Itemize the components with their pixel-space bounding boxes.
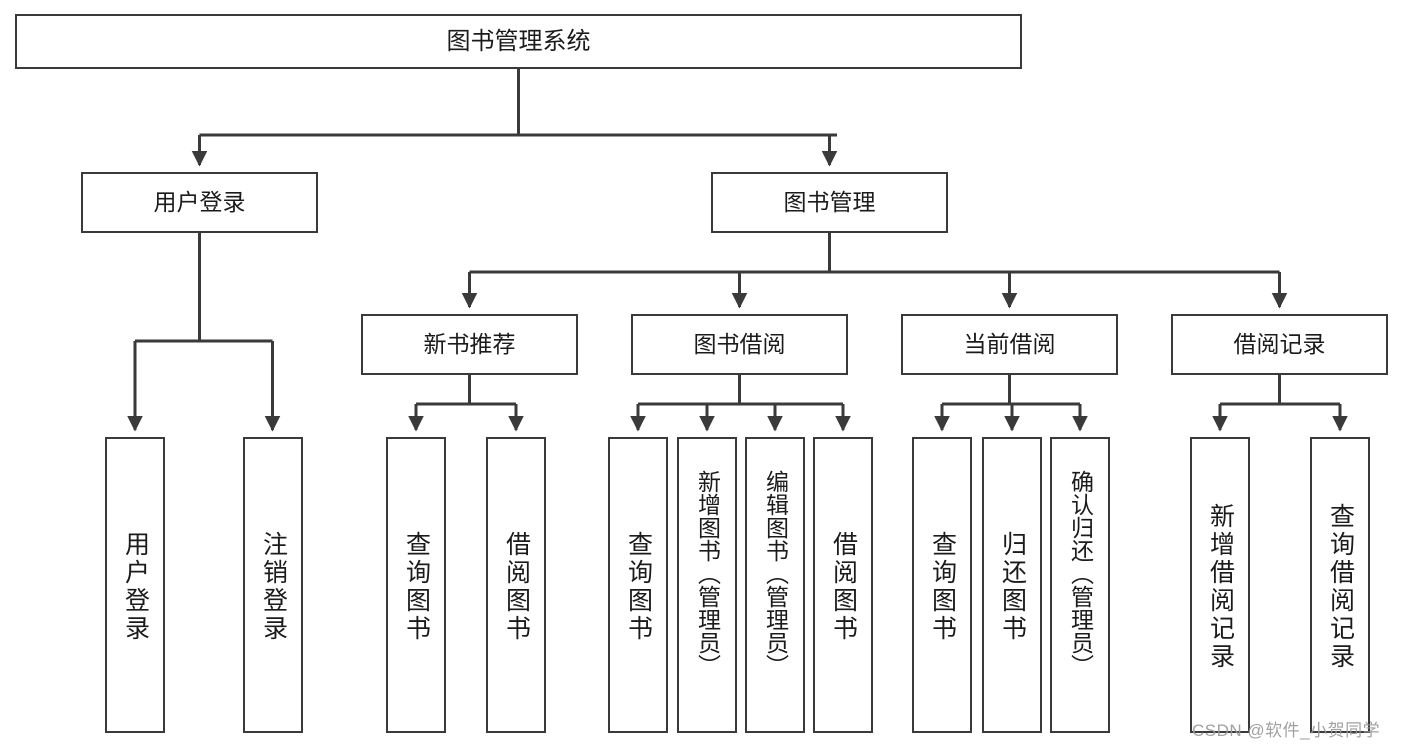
node-leaf-rec-add-label: 新增借阅记录 bbox=[1206, 503, 1235, 671]
node-current-borrow-label: 当前借阅 bbox=[963, 331, 1056, 358]
node-leaf-cur-return-label: 归还图书 bbox=[998, 531, 1027, 643]
node-leaf-user-logout[interactable]: 注销登录 bbox=[243, 437, 303, 733]
node-book-manage[interactable]: 图书管理 bbox=[711, 172, 948, 233]
node-book-borrow-label: 图书借阅 bbox=[693, 331, 786, 358]
node-leaf-cur-confirm-label: 确认归还（管理员） bbox=[1067, 470, 1094, 677]
node-leaf-cur-query[interactable]: 查询图书 bbox=[912, 437, 972, 733]
node-leaf-borrow-add-label: 新增图书（管理员） bbox=[694, 470, 721, 677]
node-book-manage-label: 图书管理 bbox=[783, 189, 876, 216]
node-leaf-borrow-edit[interactable]: 编辑图书（管理员） bbox=[745, 437, 805, 733]
node-root-label: 图书管理系统 bbox=[446, 27, 591, 55]
node-user-login-label: 用户登录 bbox=[153, 189, 246, 216]
node-leaf-rec-borrow-label: 借阅图书 bbox=[502, 531, 531, 643]
node-new-book-rec-label: 新书推荐 bbox=[423, 331, 516, 358]
node-leaf-borrow-lend-label: 借阅图书 bbox=[829, 531, 858, 643]
node-leaf-user-login[interactable]: 用户登录 bbox=[105, 437, 165, 733]
csdn-watermark: CSDN @软件_小贺同学 bbox=[1192, 721, 1381, 740]
node-leaf-cur-return[interactable]: 归还图书 bbox=[982, 437, 1042, 733]
node-leaf-borrow-lend[interactable]: 借阅图书 bbox=[813, 437, 873, 733]
node-leaf-user-login-label: 用户登录 bbox=[121, 531, 150, 643]
node-leaf-cur-confirm[interactable]: 确认归还（管理员） bbox=[1050, 437, 1110, 733]
node-borrow-record-label: 借阅记录 bbox=[1233, 331, 1326, 358]
node-borrow-record[interactable]: 借阅记录 bbox=[1171, 314, 1388, 375]
node-leaf-rec-query-label: 查询图书 bbox=[402, 531, 431, 643]
node-leaf-rec-add[interactable]: 新增借阅记录 bbox=[1190, 437, 1250, 733]
node-user-login[interactable]: 用户登录 bbox=[81, 172, 318, 233]
node-new-book-rec[interactable]: 新书推荐 bbox=[361, 314, 578, 375]
node-leaf-borrow-query-label: 查询图书 bbox=[624, 531, 653, 643]
node-leaf-rec-borrow[interactable]: 借阅图书 bbox=[486, 437, 546, 733]
node-leaf-rec-search[interactable]: 查询借阅记录 bbox=[1310, 437, 1370, 733]
node-current-borrow[interactable]: 当前借阅 bbox=[901, 314, 1118, 375]
node-leaf-borrow-edit-label: 编辑图书（管理员） bbox=[762, 470, 789, 677]
node-leaf-borrow-add[interactable]: 新增图书（管理员） bbox=[677, 437, 737, 733]
node-book-borrow[interactable]: 图书借阅 bbox=[631, 314, 848, 375]
node-leaf-rec-search-label: 查询借阅记录 bbox=[1326, 503, 1355, 671]
node-leaf-borrow-query[interactable]: 查询图书 bbox=[608, 437, 668, 733]
node-leaf-user-logout-label: 注销登录 bbox=[259, 531, 288, 643]
node-root[interactable]: 图书管理系统 bbox=[15, 14, 1022, 69]
node-leaf-rec-query[interactable]: 查询图书 bbox=[386, 437, 446, 733]
node-leaf-cur-query-label: 查询图书 bbox=[928, 531, 957, 643]
